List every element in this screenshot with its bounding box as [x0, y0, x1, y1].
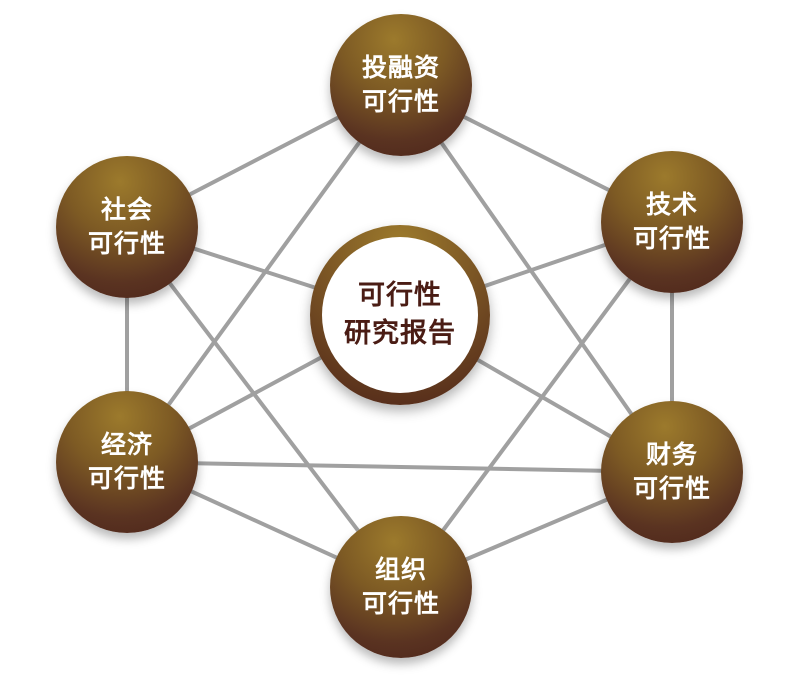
node-society: 社会 可行性 — [56, 156, 198, 298]
node-organization-line1: 组织 — [374, 555, 427, 584]
node-investment-line2: 可行性 — [361, 87, 440, 116]
connector-society-organization — [125, 225, 403, 589]
center-node-label: 可行性 研究报告 — [322, 237, 478, 393]
connector-investment-finance — [399, 83, 674, 474]
node-organization: 组织 可行性 — [330, 516, 472, 658]
node-finance-line1: 财务 — [645, 440, 698, 469]
node-economy-line2: 可行性 — [87, 464, 166, 493]
center-title-line2: 研究报告 — [344, 318, 456, 349]
node-society-line2: 可行性 — [87, 229, 166, 258]
connector-investment-economy — [125, 83, 403, 464]
node-finance-line2: 可行性 — [632, 474, 711, 503]
node-economy-line1: 经济 — [100, 430, 153, 459]
center-title-line1: 可行性 — [358, 280, 442, 311]
node-technology-line2: 可行性 — [632, 224, 711, 253]
node-society-line1: 社会 — [100, 195, 153, 224]
node-organization-line2: 可行性 — [361, 589, 440, 618]
node-technology: 技术 可行性 — [601, 151, 743, 293]
node-technology-line1: 技术 — [645, 190, 698, 219]
node-investment-line1: 投融资 — [361, 53, 440, 82]
node-investment: 投融资 可行性 — [330, 14, 472, 156]
node-economy: 经济 可行性 — [56, 391, 198, 533]
connector-economy-finance — [125, 460, 674, 474]
node-finance: 财务 可行性 — [601, 401, 743, 543]
connector-technology-organization — [399, 220, 674, 589]
